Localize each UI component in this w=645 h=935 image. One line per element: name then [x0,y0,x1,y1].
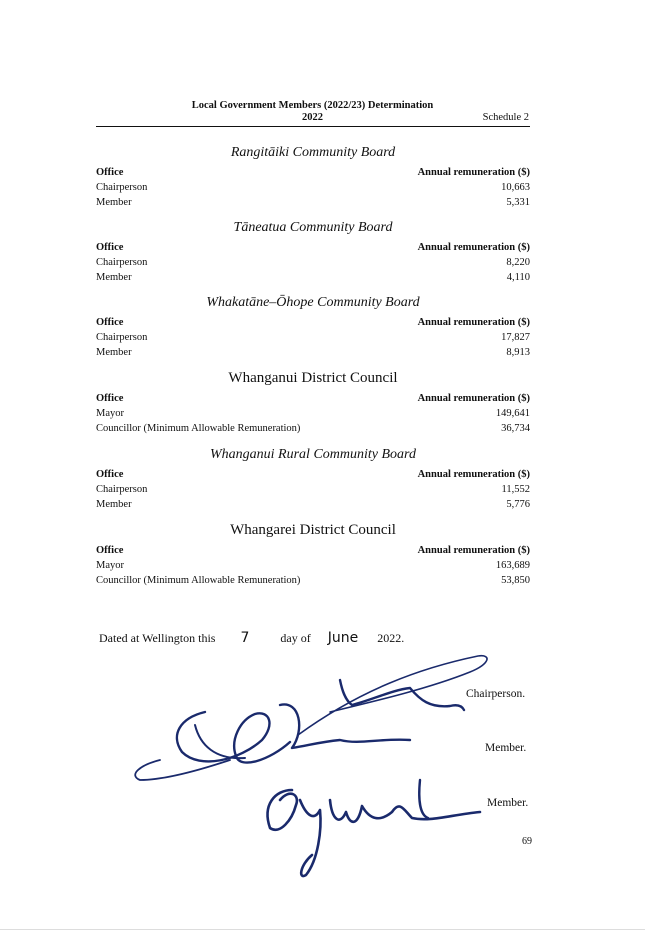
amount-cell: 53,850 [501,575,530,586]
table-header: Office Annual remuneration ($) [96,467,530,482]
table-row: Councillor (Minimum Allowable Remunerati… [96,421,530,436]
dated-mid: day of [280,631,311,645]
col-amount: Annual remuneration ($) [417,167,530,178]
office-cell: Member [96,347,132,358]
office-cell: Mayor [96,560,124,571]
table-row: Mayor 163,689 [96,558,530,573]
col-office: Office [96,167,124,178]
amount-cell: 36,734 [501,423,530,434]
section-taneatua: Tāneatua Community Board Office Annual r… [96,219,530,285]
amount-cell: 8,220 [506,257,530,268]
table-row: Chairperson 10,663 [96,180,530,195]
col-office: Office [96,242,124,253]
header-title-line1: Local Government Members (2022/23) Deter… [191,100,434,111]
table-header: Office Annual remuneration ($) [96,240,530,255]
amount-cell: 5,776 [506,499,530,510]
table-row: Mayor 149,641 [96,406,530,421]
office-cell: Member [96,499,132,510]
header-divider [96,126,530,127]
section-title: Rangitāiki Community Board [230,145,396,160]
section-title: Tāneatua Community Board [233,220,393,235]
dated-year: 2022. [377,631,405,645]
chairperson-signature [297,654,488,736]
office-cell: Councillor (Minimum Allowable Remunerati… [96,575,301,586]
office-cell: Chairperson [96,332,148,343]
table-header: Office Annual remuneration ($) [96,391,530,406]
section-whanganui-district: Whanganui District Council Office Annual… [96,370,530,436]
document-header-title: Local Government Members (2022/23) Deter… [160,100,465,124]
col-amount: Annual remuneration ($) [417,469,530,480]
table-row: Member 5,776 [96,497,530,512]
table-row: Councillor (Minimum Allowable Remunerati… [96,573,530,588]
amount-cell: 10,663 [501,182,530,193]
member-label-2: Member. [487,797,529,809]
section-title: Whanganui District Council [228,370,398,386]
header-title-line2: 2022 [302,112,323,123]
amount-cell: 8,913 [506,347,530,358]
member-signature-2-j [298,798,322,878]
section-rangitaiki: Rangitāiki Community Board Office Annual… [96,144,530,210]
table-header: Office Annual remuneration ($) [96,543,530,558]
dated-month: June [327,630,359,646]
member-signature-2 [266,788,299,831]
col-office: Office [96,545,124,556]
table-row: Member 8,913 [96,345,530,360]
member-signature-2-l [418,778,430,820]
chairperson-label: Chairperson. [466,688,526,700]
table-row: Member 5,331 [96,195,530,210]
section-whanganui-rural: Whanganui Rural Community Board Office A… [96,446,530,512]
table-header: Office Annual remuneration ($) [96,165,530,180]
office-cell: Councillor (Minimum Allowable Remunerati… [96,423,301,434]
dated-line: Dated at Wellington this 7 day of June 2… [99,630,404,646]
table-row: Chairperson 17,827 [96,330,530,345]
section-title: Whakatāne–Ōhope Community Board [206,295,420,310]
section-whakatane-ohope: Whakatāne–Ōhope Community Board Office A… [96,294,530,360]
member-label-1: Member. [485,742,527,754]
member-signature-1 [175,710,292,764]
amount-cell: 4,110 [506,272,530,283]
dated-day: 7 [240,630,250,646]
table-row: Chairperson 11,552 [96,482,530,497]
schedule-label: Schedule 2 [482,112,529,123]
col-office: Office [96,317,124,328]
amount-cell: 149,641 [495,408,530,419]
col-office: Office [96,469,124,480]
office-cell: Chairperson [96,182,148,193]
amount-cell: 17,827 [501,332,530,343]
col-amount: Annual remuneration ($) [417,545,530,556]
col-amount: Annual remuneration ($) [417,242,530,253]
office-cell: Member [96,272,132,283]
member-signature-1-loops [278,703,412,750]
col-office: Office [96,393,124,404]
section-title: Whangarei District Council [230,522,396,538]
amount-cell: 5,331 [506,197,530,208]
office-cell: Member [96,197,132,208]
member-signature-1-underline [194,724,246,760]
member-signature-2-w [328,798,482,824]
chairperson-signature-stroke [338,678,466,712]
member-signature-1-tail [134,759,231,781]
office-cell: Mayor [96,408,124,419]
col-amount: Annual remuneration ($) [417,393,530,404]
table-row: Chairperson 8,220 [96,255,530,270]
scan-edge-line [0,929,645,930]
col-amount: Annual remuneration ($) [417,317,530,328]
page-number: 69 [522,836,532,847]
section-title: Whanganui Rural Community Board [210,447,416,462]
office-cell: Chairperson [96,484,148,495]
table-row: Member 4,110 [96,270,530,285]
amount-cell: 11,552 [501,484,531,495]
dated-prefix: Dated at Wellington this [99,631,216,645]
amount-cell: 163,689 [495,560,530,571]
table-header: Office Annual remuneration ($) [96,315,530,330]
section-whangarei-district: Whangarei District Council Office Annual… [96,522,530,588]
office-cell: Chairperson [96,257,148,268]
